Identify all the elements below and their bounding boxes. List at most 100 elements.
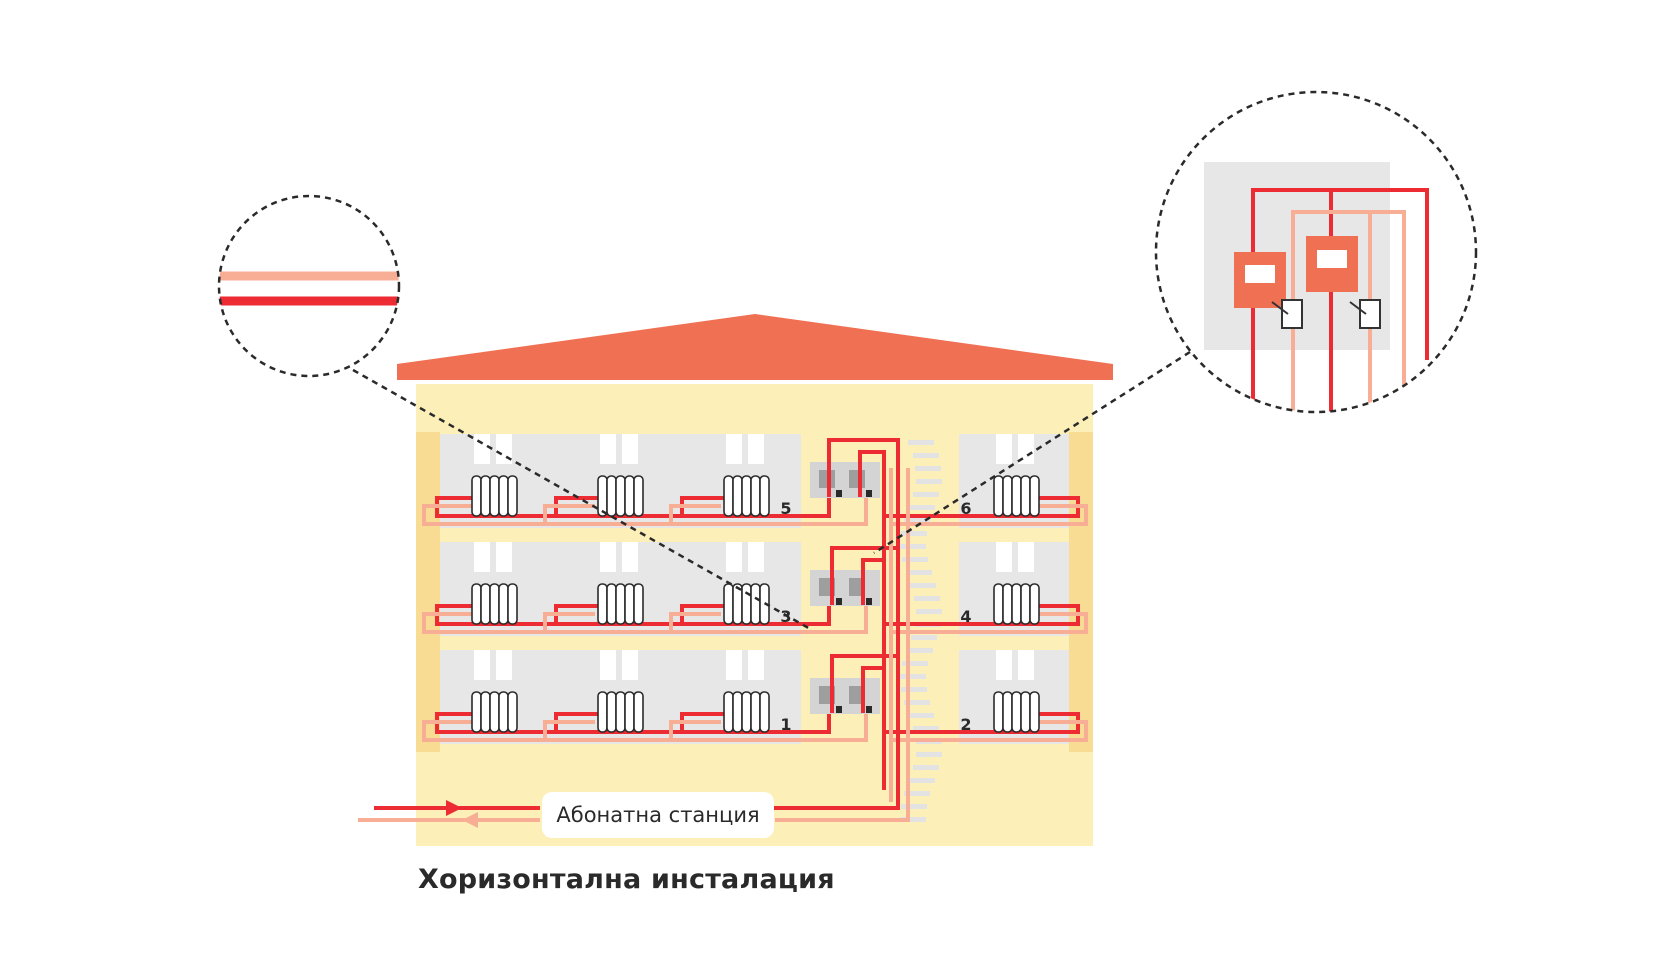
unit-number: 1 xyxy=(780,715,791,734)
heat-meter-icon xyxy=(849,470,865,488)
return-pipe xyxy=(891,504,1088,526)
supply-pipe xyxy=(435,604,831,626)
stair-step xyxy=(913,492,939,497)
window xyxy=(748,434,764,464)
radiator-icon xyxy=(993,475,1040,517)
window xyxy=(1018,434,1034,464)
roof xyxy=(397,314,1113,380)
return-pipe xyxy=(543,720,595,740)
radiators xyxy=(471,475,1040,733)
unit-number: 5 xyxy=(780,499,791,518)
meter-box xyxy=(810,678,880,714)
window xyxy=(622,542,638,572)
stair-step xyxy=(915,466,941,471)
stair-step xyxy=(910,583,936,588)
radiator-icon xyxy=(597,475,644,517)
windows xyxy=(474,434,1034,680)
radiator-icon xyxy=(597,583,644,625)
stair-step xyxy=(900,674,926,679)
stair-step xyxy=(900,817,926,822)
supply-pipe xyxy=(554,712,606,732)
window xyxy=(496,542,512,572)
unit-number: 4 xyxy=(960,607,971,626)
radiator-icon xyxy=(471,475,518,517)
stair-step xyxy=(904,700,930,705)
stair-step xyxy=(916,752,942,757)
supply-pipe xyxy=(435,496,831,518)
window xyxy=(748,542,764,572)
window xyxy=(996,434,1012,464)
floor-pipe-runs xyxy=(422,496,1088,742)
stair-step xyxy=(901,804,927,809)
supply-pipe xyxy=(554,604,606,624)
supply-pipe xyxy=(435,712,831,734)
staircase xyxy=(900,440,942,822)
main-lines xyxy=(358,800,540,828)
return-pipe xyxy=(422,604,868,634)
stair-step xyxy=(908,713,934,718)
window xyxy=(1018,542,1034,572)
stair-step xyxy=(914,596,940,601)
meter-box xyxy=(810,462,880,498)
risers xyxy=(774,438,910,822)
arrow-left-icon xyxy=(462,812,478,828)
window xyxy=(726,434,742,464)
window xyxy=(726,542,742,572)
supply-pipe xyxy=(680,712,732,732)
meter-box xyxy=(810,570,880,606)
unit-number: 6 xyxy=(960,499,971,518)
valve-icon xyxy=(1359,299,1381,329)
radiator-icon xyxy=(471,583,518,625)
return-pipe xyxy=(422,496,868,526)
window xyxy=(996,650,1012,680)
window xyxy=(622,650,638,680)
window xyxy=(496,650,512,680)
return-pipe xyxy=(669,720,721,740)
stair-step xyxy=(906,570,932,575)
supply-pipe xyxy=(680,496,732,516)
magnifier-circle-left xyxy=(217,194,401,378)
return-pipe xyxy=(543,612,595,632)
return-pipe xyxy=(669,504,721,524)
window xyxy=(1018,650,1034,680)
substation: Абонатна станция xyxy=(542,792,774,838)
radiator-icon xyxy=(723,583,770,625)
stair-step xyxy=(902,661,928,666)
window xyxy=(474,434,490,464)
window xyxy=(600,542,616,572)
stair-step xyxy=(909,505,935,510)
supply-pipe xyxy=(554,496,606,516)
substation-label: Абонатна станция xyxy=(556,803,759,827)
unit-number: 2 xyxy=(960,715,971,734)
stair-step xyxy=(913,726,939,731)
supply-pipe xyxy=(680,604,732,624)
return-pipe xyxy=(669,612,721,632)
window xyxy=(622,434,638,464)
valve-icon xyxy=(1281,299,1303,329)
stair-step xyxy=(909,778,935,783)
window xyxy=(996,542,1012,572)
stair-step xyxy=(901,531,927,536)
callout-leaders xyxy=(352,350,1191,632)
return-pipe xyxy=(891,612,1088,634)
radiator-icon xyxy=(723,691,770,733)
meter-boxes xyxy=(810,462,880,714)
window xyxy=(474,542,490,572)
stair-step xyxy=(902,557,928,562)
stair-step xyxy=(904,791,930,796)
magnifier-circle-right xyxy=(1154,90,1478,414)
window xyxy=(600,434,616,464)
stair-step xyxy=(900,544,926,549)
window xyxy=(726,650,742,680)
radiator-icon xyxy=(723,475,770,517)
stair-step xyxy=(901,687,927,692)
diagram-caption: Хоризонтална инсталация xyxy=(418,864,835,895)
stair-step xyxy=(911,635,937,640)
radiator-icon xyxy=(993,691,1040,733)
stair-step xyxy=(907,648,933,653)
stair-step xyxy=(913,765,939,770)
stair-step xyxy=(904,518,930,523)
stair-step xyxy=(916,479,942,484)
stair-step xyxy=(916,609,942,614)
